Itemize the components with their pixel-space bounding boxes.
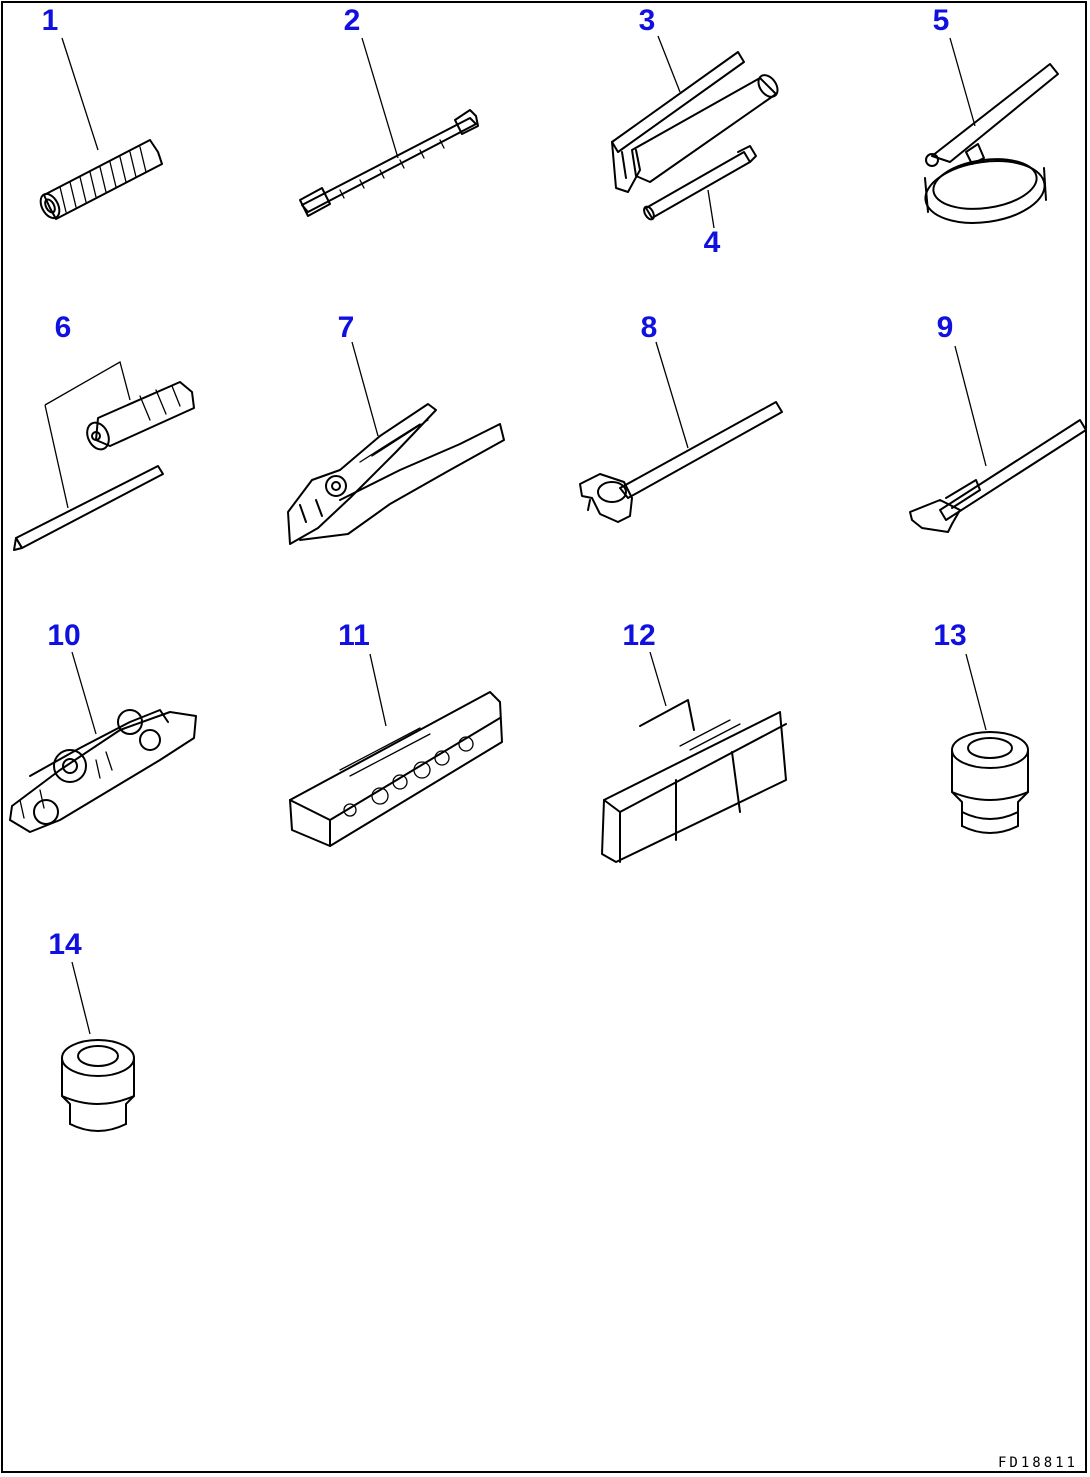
leader-line-6	[44, 361, 131, 509]
grease-gun-icon	[611, 51, 779, 193]
pliers-icon	[287, 403, 505, 545]
socket-small-icon	[61, 1039, 135, 1132]
leader-line-5	[949, 37, 976, 127]
leader-line-7	[351, 341, 379, 437]
hammer-icon	[579, 401, 783, 523]
leader-line-2	[361, 37, 399, 159]
callout-11: 11	[338, 619, 370, 652]
callout-5: 5	[933, 4, 950, 37]
leader-line-11	[369, 653, 387, 727]
callout-10: 10	[47, 619, 80, 652]
callout-6: 6	[55, 311, 72, 344]
leader-line-13	[965, 653, 987, 731]
leader-line-14	[71, 961, 91, 1035]
leader-line-3	[657, 35, 681, 93]
grease-nozzle-pipe-icon	[643, 145, 757, 221]
leader-line-12	[649, 651, 667, 707]
extension-bar-icon	[299, 109, 479, 217]
drawing-code: FD18811	[998, 1455, 1078, 1471]
callout-8: 8	[641, 311, 658, 344]
leader-line-10	[71, 651, 97, 735]
pry-bar-icon	[909, 419, 1087, 533]
spring-coil-icon	[39, 139, 163, 220]
callout-9: 9	[937, 311, 954, 344]
callout-13: 13	[933, 619, 966, 652]
callout-1: 1	[42, 4, 59, 37]
callout-4: 4	[704, 226, 721, 259]
leader-line-8	[655, 341, 689, 449]
socket-set-case-icon	[289, 691, 503, 847]
wrench-set-icon	[9, 709, 197, 833]
callout-14: 14	[48, 928, 82, 961]
callout-2: 2	[344, 4, 361, 37]
screwdriver-set-icon	[13, 381, 195, 551]
socket-icon	[951, 731, 1029, 834]
callout-12: 12	[622, 619, 655, 652]
filter-wrench-icon	[924, 63, 1059, 224]
leader-line-9	[954, 345, 987, 467]
callout-7: 7	[338, 311, 355, 344]
tool-bag-icon	[601, 699, 787, 863]
leader-line-1	[61, 37, 99, 151]
leader-line-4	[707, 189, 715, 229]
callout-3: 3	[639, 4, 656, 37]
